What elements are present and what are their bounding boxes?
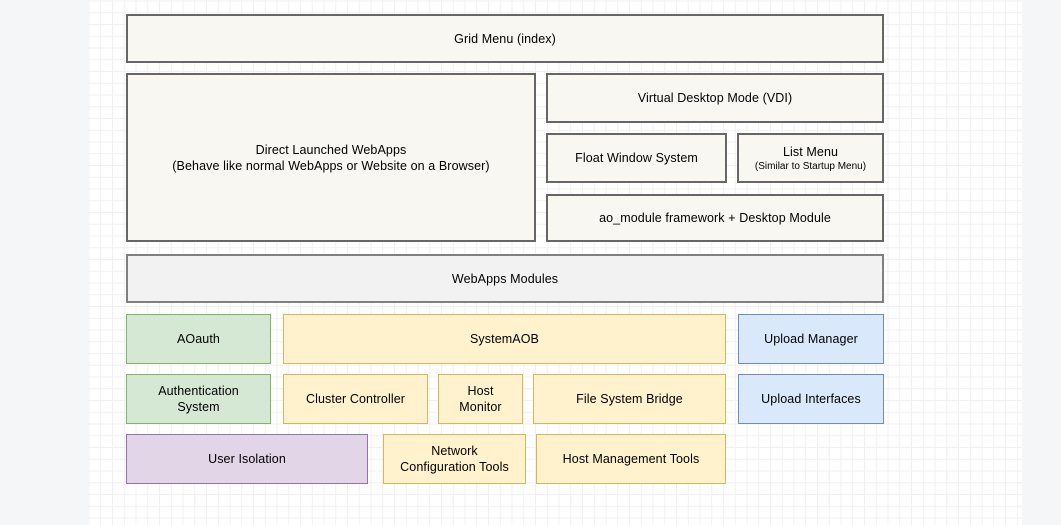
node-label: WebApps Modules	[452, 271, 558, 287]
diagram-node-list-menu[interactable]: List Menu(Similar to Startup Menu)	[737, 133, 884, 183]
diagram-node-cluster-controller[interactable]: Cluster Controller	[283, 374, 428, 424]
diagram-node-direct-launched-webapps[interactable]: Direct Launched WebApps (Behave like nor…	[126, 73, 536, 242]
diagram-node-upload-interfaces[interactable]: Upload Interfaces	[738, 374, 884, 424]
node-label: AOauth	[177, 331, 220, 347]
node-label: Upload Interfaces	[761, 391, 861, 407]
diagram-node-aoauth[interactable]: AOauth	[126, 314, 271, 364]
diagram-node-grid-menu[interactable]: Grid Menu (index)	[126, 14, 884, 63]
diagram-node-user-isolation[interactable]: User Isolation	[126, 434, 368, 484]
node-label: Grid Menu (index)	[454, 31, 556, 47]
diagram-node-file-system-bridge[interactable]: File System Bridge	[533, 374, 726, 424]
node-label: User Isolation	[208, 451, 286, 467]
node-label: Host Monitor	[459, 383, 501, 415]
node-sublabel: (Similar to Startup Menu)	[755, 160, 866, 173]
node-label: File System Bridge	[576, 391, 683, 407]
diagram-node-webapps-modules[interactable]: WebApps Modules	[126, 254, 884, 303]
node-label: ao_module framework + Desktop Module	[599, 210, 831, 226]
diagram-node-authentication-system[interactable]: Authentication System	[126, 374, 271, 424]
node-label: Network Configuration Tools	[400, 443, 509, 475]
diagram-node-upload-manager[interactable]: Upload Manager	[738, 314, 884, 364]
diagram-node-host-monitor[interactable]: Host Monitor	[438, 374, 523, 424]
node-label: Authentication System	[158, 383, 239, 415]
diagram-node-ao-module-framework[interactable]: ao_module framework + Desktop Module	[546, 194, 884, 242]
node-label: Cluster Controller	[306, 391, 405, 407]
diagram-node-float-window-system[interactable]: Float Window System	[546, 133, 727, 183]
node-label: Virtual Desktop Mode (VDI)	[638, 90, 793, 106]
node-label: Host Management Tools	[563, 451, 700, 467]
diagram-node-host-management-tools[interactable]: Host Management Tools	[536, 434, 726, 484]
node-label: Float Window System	[575, 150, 698, 166]
node-label: Upload Manager	[764, 331, 858, 347]
diagram-node-systemaob[interactable]: SystemAOB	[283, 314, 726, 364]
node-label: Direct Launched WebApps (Behave like nor…	[172, 142, 489, 174]
node-label: List Menu	[783, 144, 838, 160]
node-label: SystemAOB	[470, 331, 539, 347]
diagram-node-virtual-desktop-mode[interactable]: Virtual Desktop Mode (VDI)	[546, 73, 884, 123]
diagram-node-network-configuration-tools[interactable]: Network Configuration Tools	[383, 434, 526, 484]
